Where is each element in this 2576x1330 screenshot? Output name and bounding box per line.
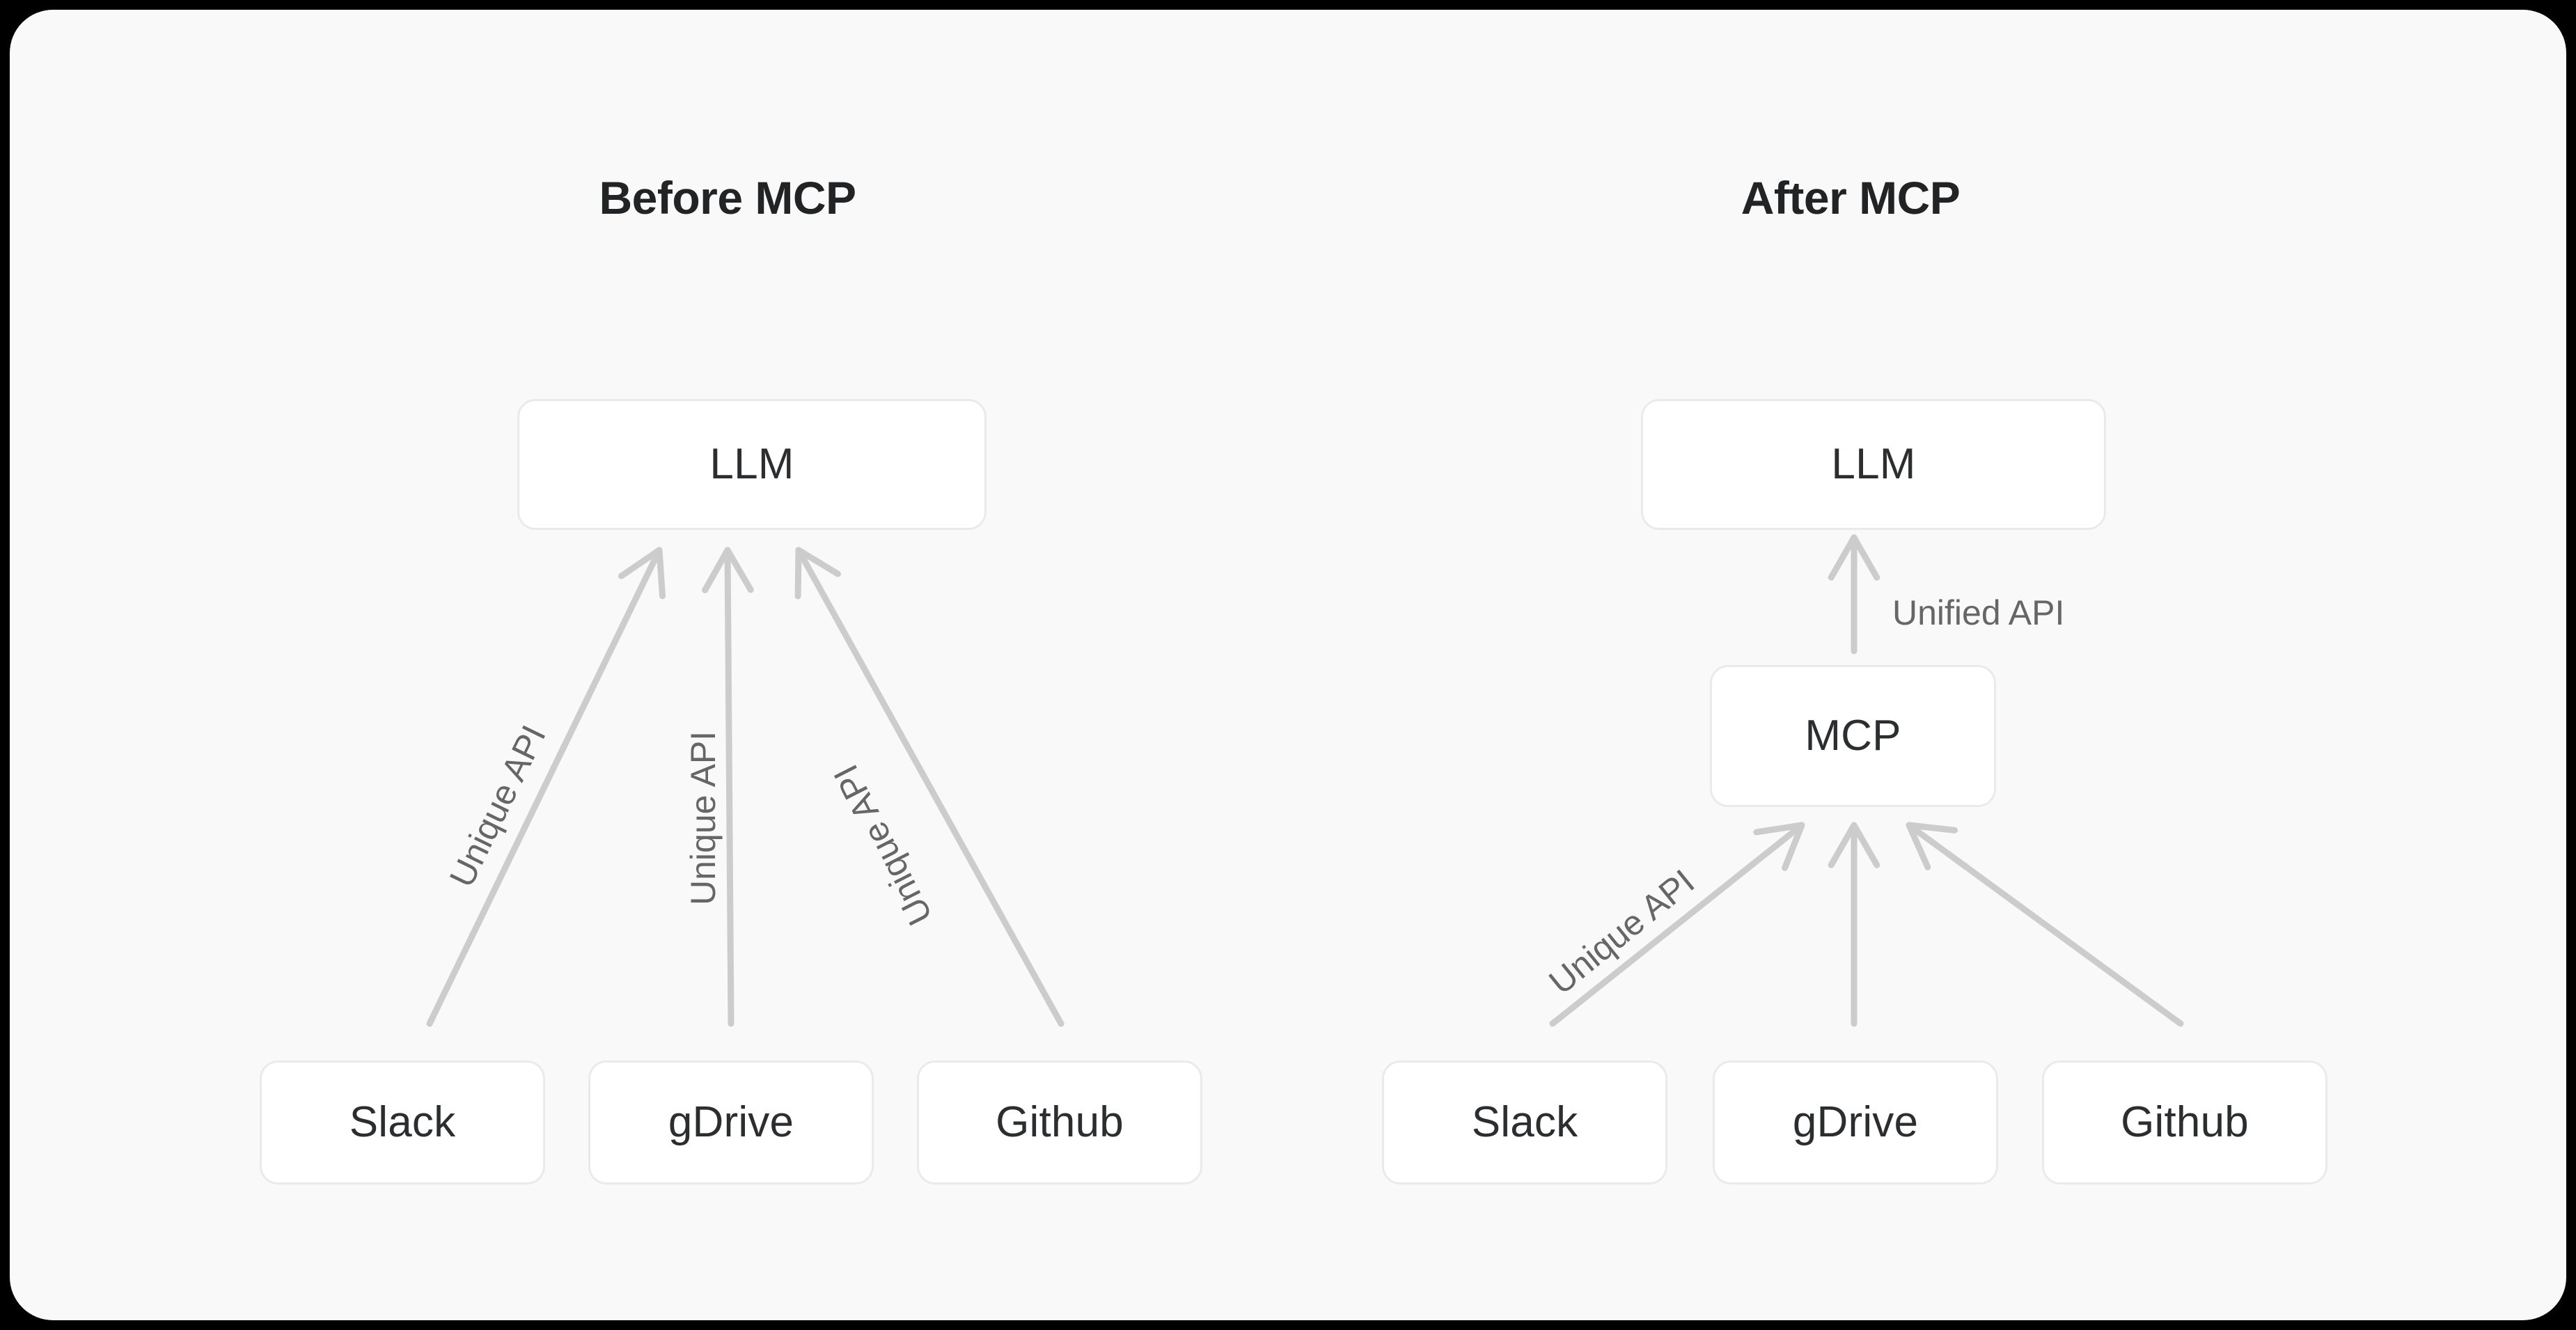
node-github-before[interactable]: Github: [917, 1061, 1202, 1184]
node-label: Slack: [1471, 1098, 1578, 1146]
node-label: Github: [2121, 1098, 2249, 1146]
node-llm-after[interactable]: LLM: [1641, 399, 2106, 530]
panel-title-after: After MCP: [1741, 172, 1961, 224]
node-label: Slack: [349, 1098, 456, 1146]
node-label: gDrive: [1792, 1098, 1919, 1146]
diagram-panel: Before MCP After MCP LLM Slack gDrive Gi…: [10, 10, 2566, 1320]
arrow-head-icon: [794, 547, 841, 600]
arrow-head-icon: [1906, 822, 1958, 870]
node-gdrive-after[interactable]: gDrive: [1713, 1061, 1998, 1184]
node-label: MCP: [1805, 712, 1901, 760]
node-mcp[interactable]: MCP: [1710, 665, 1996, 807]
arrow-layer: [426, 534, 2184, 1027]
arrow-shaft: [1549, 822, 1805, 1027]
arrow-shaft: [795, 547, 1065, 1027]
panel-title-before: Before MCP: [599, 172, 856, 224]
node-slack-after[interactable]: Slack: [1382, 1061, 1667, 1184]
arrow-head-icon: [1828, 534, 1880, 581]
node-gdrive-before[interactable]: gDrive: [588, 1061, 874, 1184]
node-github-after[interactable]: Github: [2042, 1061, 2327, 1184]
edge-label: Unique API: [684, 730, 723, 905]
node-slack-before[interactable]: Slack: [260, 1061, 545, 1184]
arrow-shaft: [426, 547, 663, 1027]
edge-label: Unified API: [1892, 593, 2065, 632]
node-label: LLM: [709, 440, 794, 488]
node-llm-before[interactable]: LLM: [517, 399, 987, 530]
arrow-head-icon: [702, 547, 754, 594]
arrow-head-icon: [1828, 822, 1880, 868]
node-label: LLM: [1831, 440, 1916, 488]
node-label: Github: [996, 1098, 1124, 1146]
arrow-shaft: [724, 547, 735, 1027]
arrow-head-icon: [1753, 822, 1805, 871]
arrow-head-icon: [618, 547, 666, 600]
node-label: gDrive: [668, 1098, 794, 1146]
arrow-shaft: [1906, 822, 2184, 1027]
